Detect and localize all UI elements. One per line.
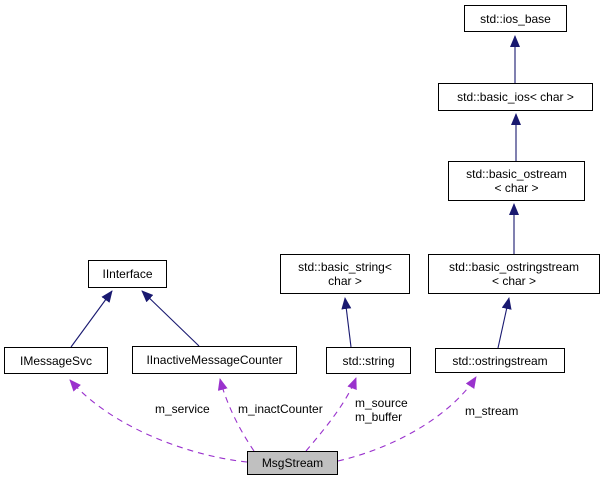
edge-label-m-service: m_service xyxy=(155,402,210,416)
node-std-basic-ios[interactable]: std::basic_ios< char > xyxy=(438,83,593,111)
edge-iinactivemessagecounter-to-iinterface xyxy=(141,290,200,347)
node-std-string[interactable]: std::string xyxy=(326,347,411,374)
edge-label-m-stream: m_stream xyxy=(465,404,519,418)
node-std-ios-base[interactable]: std::ios_base xyxy=(464,5,567,32)
edge-msgstream-to-iinactivemessagecounter xyxy=(217,378,255,452)
node-std-basic-ostringstream[interactable]: std::basic_ostringstream < char > xyxy=(428,254,600,294)
node-imessagesvc[interactable]: IMessageSvc xyxy=(4,347,108,374)
edge-msgstream-to-ostringstream xyxy=(337,376,477,462)
edge-string-to-basic-string xyxy=(341,297,352,348)
edge-label-m-source-m-buffer: m_source m_buffer xyxy=(355,396,408,424)
edge-ostringstream-to-basic-ostringstream xyxy=(497,297,512,349)
node-std-basic-string[interactable]: std::basic_string< char > xyxy=(280,254,410,294)
node-std-basic-ostream[interactable]: std::basic_ostream < char > xyxy=(448,161,585,201)
edge-msgstream-to-imessagesvc xyxy=(69,379,248,463)
node-std-ostringstream[interactable]: std::ostringstream xyxy=(435,348,565,373)
node-iinterface[interactable]: IInterface xyxy=(88,260,167,288)
node-iinactivemessagecounter[interactable]: IInactiveMessageCounter xyxy=(132,346,297,374)
edge-msgstream-to-string xyxy=(305,377,357,452)
edge-label-m-inactcounter: m_inactCounter xyxy=(238,402,323,416)
node-msgstream: MsgStream xyxy=(247,451,338,475)
edge-imessagesvc-to-iinterface xyxy=(70,290,113,348)
